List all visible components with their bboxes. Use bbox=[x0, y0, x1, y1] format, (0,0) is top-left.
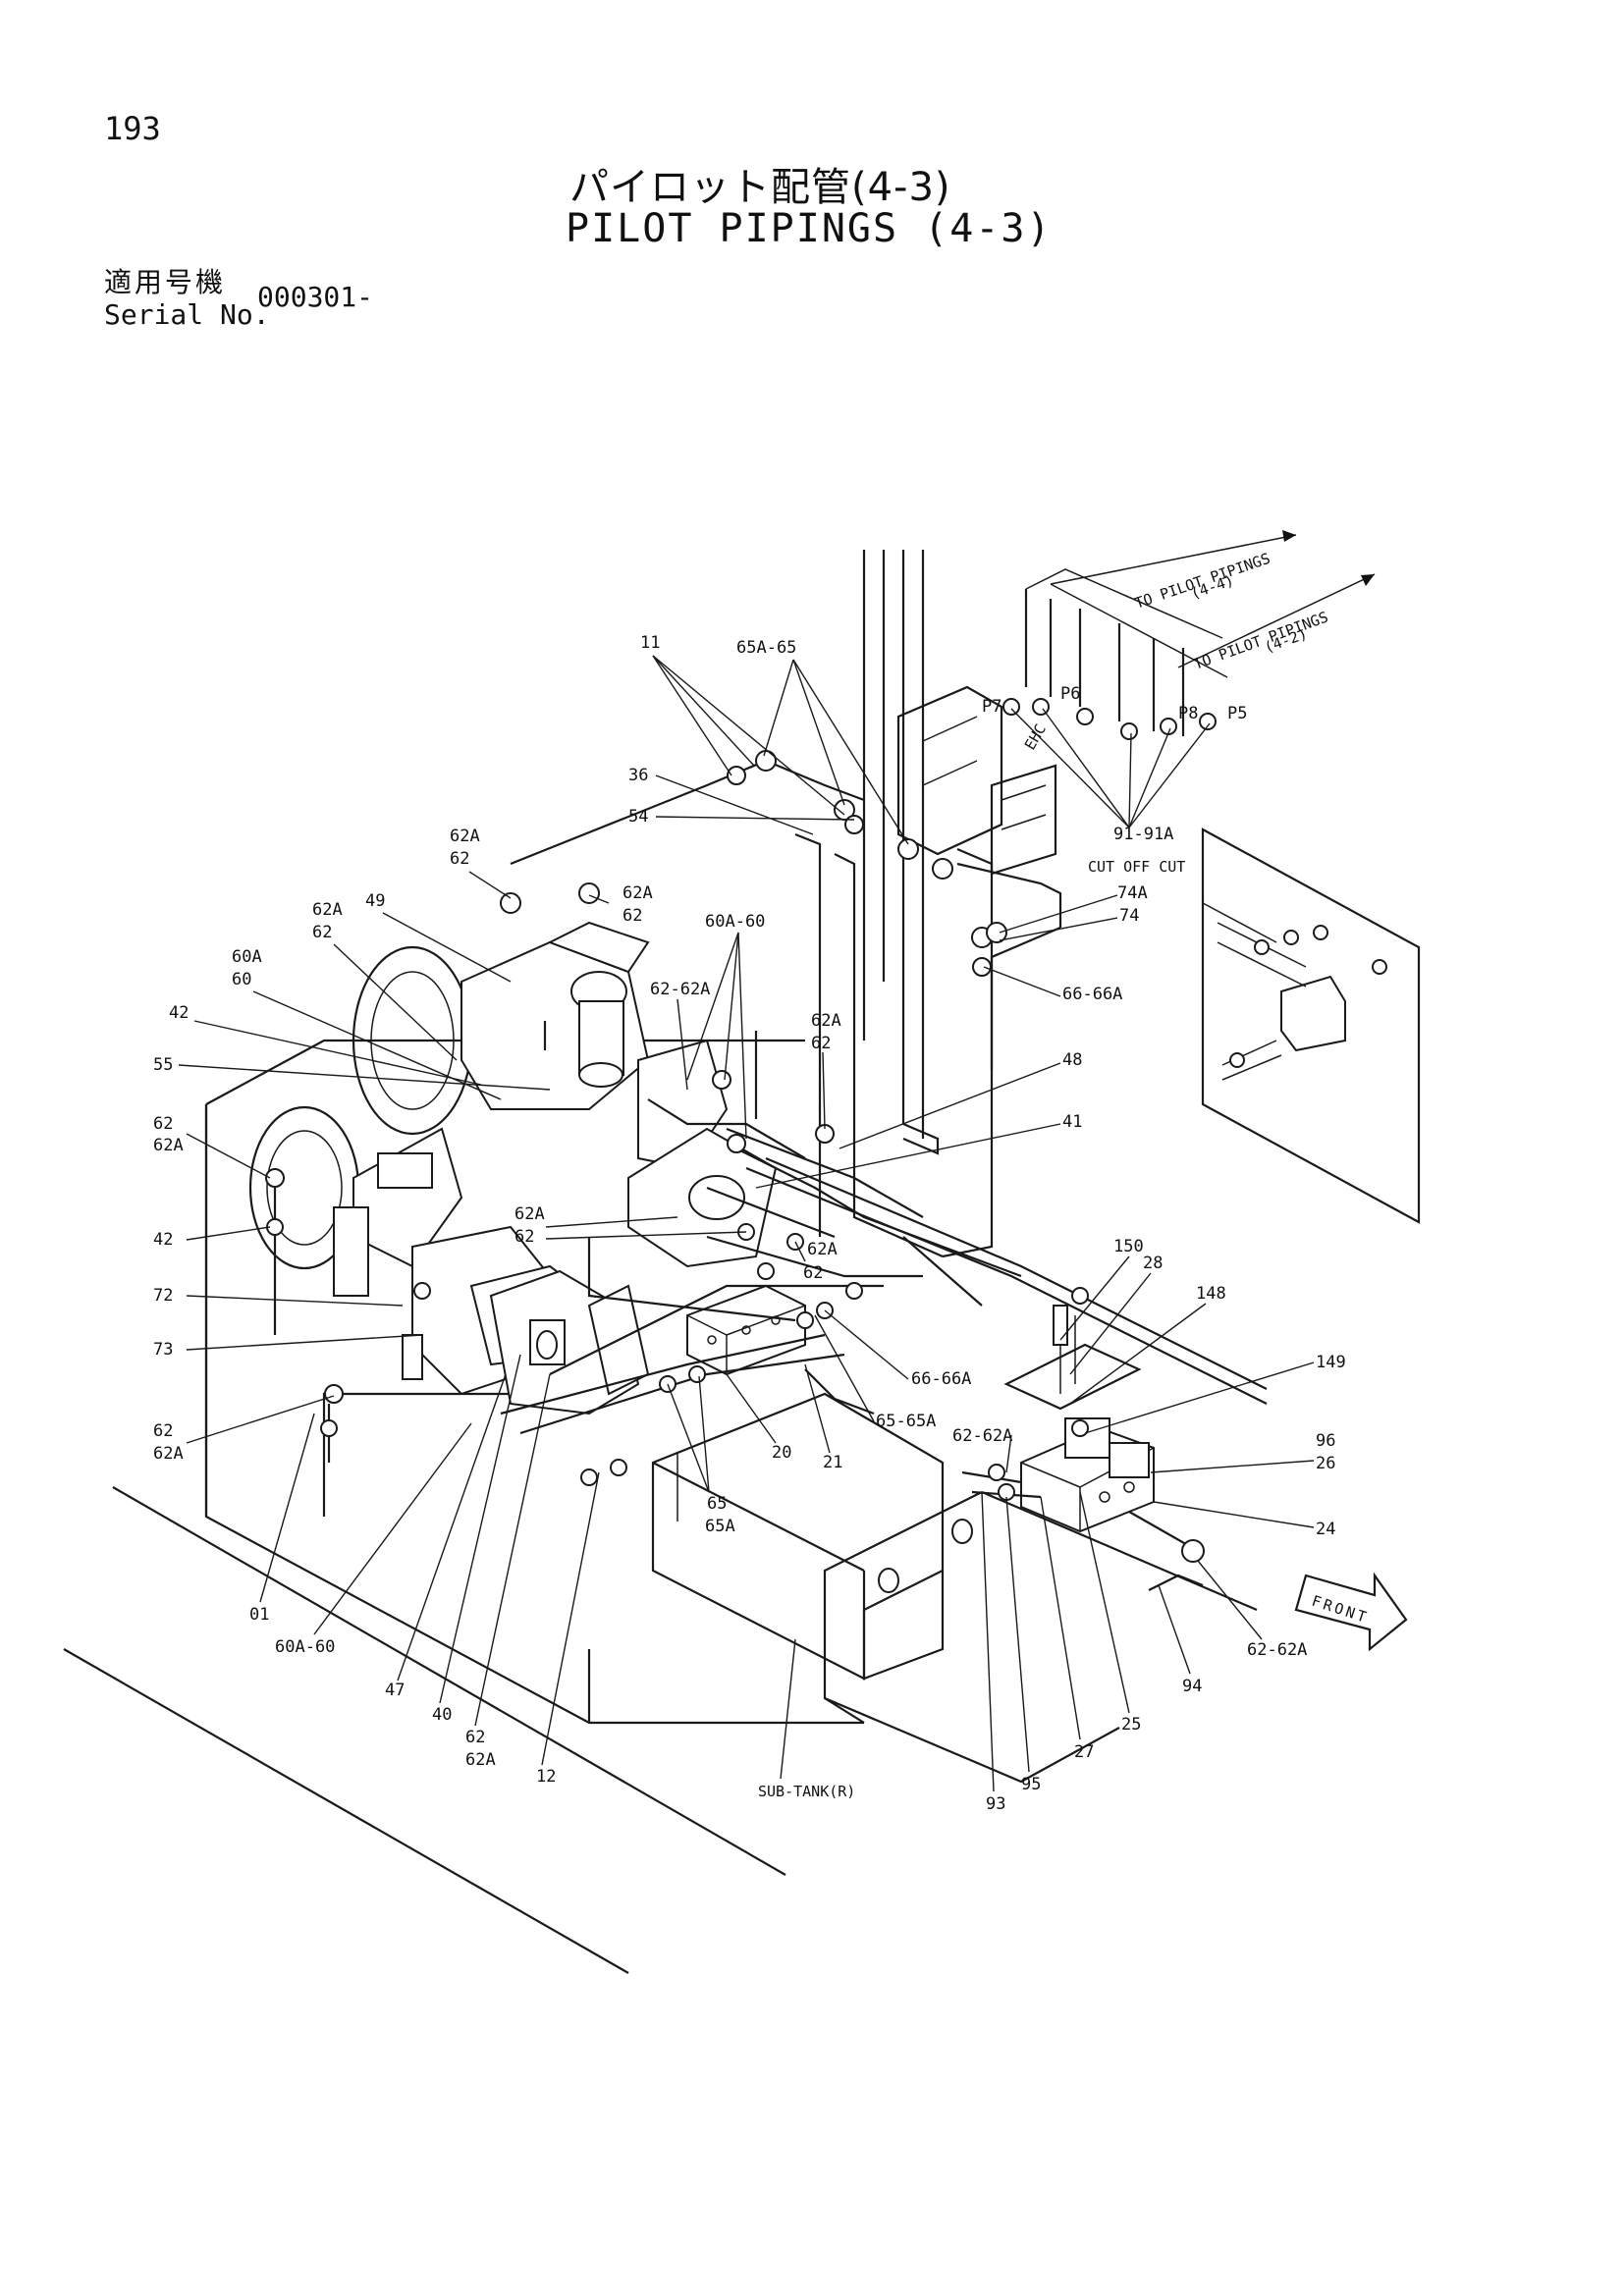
callout-66-66a-top: 66-66A bbox=[1062, 985, 1122, 1004]
page-number: 193 bbox=[104, 110, 161, 147]
callout-150: 150 bbox=[1113, 1237, 1144, 1256]
vertical-pipes bbox=[862, 550, 1223, 1155]
callout-62-7: 62 bbox=[811, 1034, 831, 1053]
right-inset-panel bbox=[1201, 828, 1421, 1224]
callout-62a-8: 62A bbox=[514, 1204, 545, 1224]
callout-60a-60-low: 60A-60 bbox=[275, 1637, 335, 1657]
callout-labels: 11 65A-65 36 54 62A 62 62A 62 62A 62 49 … bbox=[153, 633, 1346, 1814]
cut-off-cut-label: CUT OFF CUT bbox=[1088, 858, 1185, 876]
callout-11: 11 bbox=[640, 633, 660, 653]
callout-62-4: 62 bbox=[153, 1114, 173, 1134]
callout-62a-3: 62A bbox=[312, 900, 343, 920]
port-labels: P7 P6 P8 P5 EHC CUT OFF CUT SUB-TANK(R) bbox=[758, 684, 1247, 1800]
callout-72: 72 bbox=[153, 1286, 173, 1306]
callout-27: 27 bbox=[1074, 1742, 1094, 1762]
leader-lines bbox=[178, 655, 1315, 1792]
callout-94: 94 bbox=[1182, 1677, 1202, 1696]
sub-tank-label: SUB-TANK(R) bbox=[758, 1783, 855, 1800]
callout-21: 21 bbox=[823, 1453, 842, 1472]
callout-47: 47 bbox=[385, 1681, 405, 1700]
callout-93: 93 bbox=[986, 1794, 1005, 1814]
page-title-english: PILOT PIPINGS (4-3) bbox=[566, 206, 1053, 251]
callout-62-62a-mid: 62-62A bbox=[650, 980, 710, 999]
callout-62-2: 62 bbox=[623, 906, 642, 926]
port-p5-label: P5 bbox=[1227, 704, 1247, 723]
callout-62a-4: 62A bbox=[153, 1136, 184, 1155]
callout-62-1: 62 bbox=[450, 849, 469, 869]
callout-49: 49 bbox=[365, 891, 385, 911]
callout-62-6: 62 bbox=[465, 1728, 485, 1747]
control-valve-bracket bbox=[896, 685, 1057, 876]
callout-62-62a-bottom: 62-62A bbox=[1247, 1640, 1307, 1660]
callout-62-62a-right: 62-62A bbox=[952, 1426, 1012, 1446]
callout-95: 95 bbox=[1021, 1775, 1041, 1794]
callout-65-65a: 65-65A bbox=[876, 1412, 936, 1431]
callout-42-2: 42 bbox=[153, 1230, 173, 1250]
page-title-japanese: パイロット配管(4-3) bbox=[569, 165, 951, 210]
callout-149: 149 bbox=[1316, 1353, 1346, 1372]
callout-26: 26 bbox=[1316, 1454, 1335, 1473]
callout-41: 41 bbox=[1062, 1112, 1082, 1132]
callout-62-9: 62 bbox=[803, 1263, 823, 1283]
arrow-label-4-2-line1: TO PILOT PIPINGS bbox=[1191, 608, 1330, 672]
callout-28: 28 bbox=[1143, 1254, 1163, 1273]
callout-54: 54 bbox=[628, 807, 648, 827]
ehc-label: EHC bbox=[1021, 721, 1050, 753]
mount-plate bbox=[1003, 1305, 1142, 1411]
callout-91-91a: 91-91A bbox=[1113, 825, 1173, 844]
callout-12: 12 bbox=[536, 1767, 556, 1787]
callout-73: 73 bbox=[153, 1340, 173, 1360]
callout-62a-1: 62A bbox=[450, 827, 480, 846]
callout-62-3: 62 bbox=[312, 923, 332, 942]
callout-148: 148 bbox=[1196, 1284, 1226, 1304]
serial-label-japanese: 適用号機 bbox=[104, 266, 227, 298]
callout-62a-2: 62A bbox=[623, 883, 653, 903]
callout-65: 65 bbox=[707, 1494, 727, 1514]
callout-62a-5: 62A bbox=[153, 1444, 184, 1464]
callout-48: 48 bbox=[1062, 1050, 1082, 1070]
callout-60a-60-top: 60A-60 bbox=[705, 912, 765, 932]
callout-66-66a-low: 66-66A bbox=[911, 1369, 971, 1389]
callout-20: 20 bbox=[772, 1443, 791, 1463]
serial-label-english: Serial No. bbox=[104, 298, 270, 331]
port-p6-label: P6 bbox=[1060, 684, 1080, 704]
callout-60: 60 bbox=[232, 970, 251, 989]
port-p7-label: P7 bbox=[982, 697, 1001, 717]
sub-tank-r bbox=[651, 1392, 973, 1681]
main-pump-assembly bbox=[248, 921, 778, 1415]
callout-60a: 60A bbox=[232, 947, 262, 967]
callout-42-1: 42 bbox=[169, 1003, 189, 1023]
callout-62a-7: 62A bbox=[811, 1011, 841, 1031]
callout-65a: 65A bbox=[705, 1517, 735, 1536]
callout-65a-65: 65A-65 bbox=[736, 638, 796, 658]
arrow-to-pilot-pipings-4-4: TO PILOT PIPINGS (4-4) bbox=[1050, 530, 1297, 678]
serial-number-value: 000301- bbox=[257, 281, 374, 313]
callout-40: 40 bbox=[432, 1705, 452, 1725]
callout-74a: 74A bbox=[1117, 883, 1148, 903]
callout-55: 55 bbox=[153, 1055, 173, 1075]
callout-25: 25 bbox=[1121, 1715, 1141, 1735]
callout-62a-6: 62A bbox=[465, 1750, 496, 1770]
callout-01: 01 bbox=[249, 1605, 269, 1625]
callout-62a-9: 62A bbox=[807, 1240, 838, 1259]
callout-74: 74 bbox=[1119, 906, 1139, 926]
port-p8-label: P8 bbox=[1178, 704, 1198, 723]
callout-96: 96 bbox=[1316, 1431, 1335, 1451]
callout-62-8: 62 bbox=[514, 1227, 534, 1247]
callout-36: 36 bbox=[628, 766, 648, 785]
callout-24: 24 bbox=[1316, 1520, 1335, 1539]
fittings bbox=[265, 698, 1217, 1563]
callout-62-5: 62 bbox=[153, 1421, 173, 1441]
front-direction-arrow: FRONT bbox=[1294, 1572, 1408, 1652]
machine-frame bbox=[63, 1039, 1258, 1974]
